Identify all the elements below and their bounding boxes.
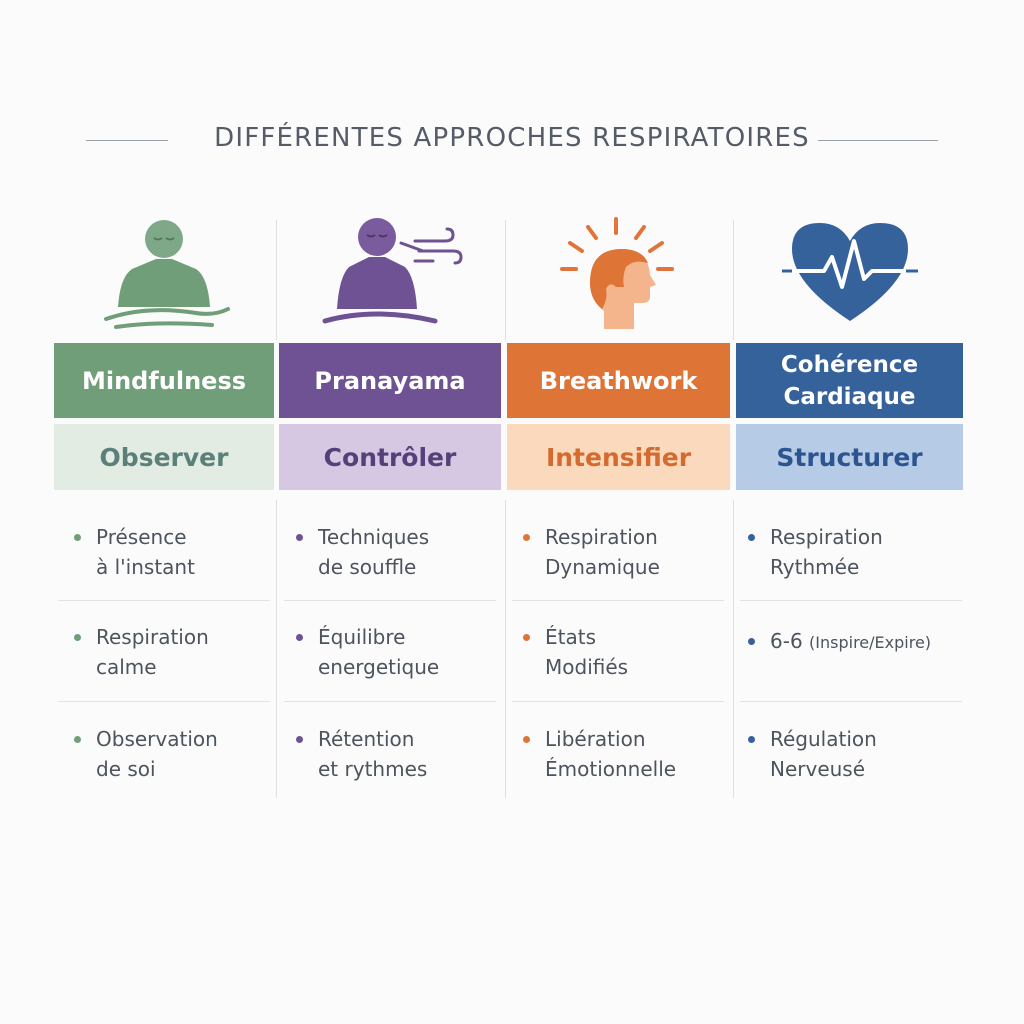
header-breathwork: Breathwork [507, 343, 730, 418]
header-mindfulness: Mindfulness [54, 343, 274, 418]
header-label: Mindfulness [81, 366, 247, 395]
list-item-text: Techniques de souffle [318, 525, 430, 579]
header-label: Pranayama [314, 366, 466, 395]
verb-label: Intensifier [545, 442, 692, 472]
bullet [523, 634, 530, 641]
header-coherence-cardiaque: Cohérence Cardiaque [736, 343, 963, 418]
list-item-text: Respiration Dynamique [545, 525, 660, 579]
column-divider [733, 500, 734, 798]
header-pranayama: Pranayama [279, 343, 501, 418]
list-item: 6-6 (Inspire/Expire) [748, 626, 931, 658]
verb-controler: Contrôler [279, 424, 501, 490]
ratio-note: (Inspire/Expire) [809, 633, 932, 652]
list-item-text: Équilibre energetique [318, 625, 440, 679]
title-rule-left [86, 140, 168, 141]
list-item-text: États Modifiés [545, 625, 629, 679]
bullet [748, 534, 755, 541]
bullet [296, 736, 303, 743]
list-item-text: Libération Émotionnelle [545, 727, 677, 781]
list-item: Respiration Rythmée [748, 522, 883, 582]
page-title: DIFFÉRENTES APPROCHES RESPIRATOIRES [214, 123, 810, 153]
bullet [296, 534, 303, 541]
list-item-text: 6-6 (Inspire/Expire) [770, 626, 931, 658]
row-divider [740, 600, 962, 601]
bullet [748, 736, 755, 743]
meditating-person-icon [54, 208, 274, 338]
verb-label: Structurer [776, 442, 923, 472]
column-divider [505, 500, 506, 798]
header-label: Breathwork [539, 366, 698, 395]
list-item: Respiration calme [74, 622, 209, 682]
list-item-text: Présence à l'instant [96, 525, 195, 579]
row-divider [512, 701, 724, 702]
column-divider [505, 220, 506, 340]
list-item-text: Observation de soi [96, 727, 218, 781]
header-label: Cohérence Cardiaque [780, 351, 919, 410]
row-divider [284, 701, 496, 702]
row-divider [512, 600, 724, 601]
row-divider [58, 701, 270, 702]
verb-label: Contrôler [323, 442, 457, 472]
list-item-text: Rétention et rythmes [318, 727, 428, 781]
bullet [523, 736, 530, 743]
list-item: Libération Émotionnelle [523, 724, 676, 784]
ratio-value: 6-6 [770, 629, 803, 653]
breathing-person-icon [279, 208, 501, 338]
bullet [74, 736, 81, 743]
column-divider [733, 220, 734, 340]
list-item: États Modifiés [523, 622, 628, 682]
row-divider [58, 600, 270, 601]
title-rule-right [818, 140, 938, 141]
list-item-text: Respiration calme [96, 625, 209, 679]
list-item: Respiration Dynamique [523, 522, 660, 582]
bullet [296, 634, 303, 641]
verb-structurer: Structurer [736, 424, 963, 490]
verb-label: Observer [99, 442, 229, 472]
row-divider [740, 701, 962, 702]
bullet [74, 634, 81, 641]
verb-observer: Observer [54, 424, 274, 490]
list-item: Techniques de souffle [296, 522, 429, 582]
bullet [748, 638, 755, 645]
bullet [74, 534, 81, 541]
title-row: DIFFÉRENTES APPROCHES RESPIRATOIRES [0, 118, 1024, 158]
row-divider [284, 600, 496, 601]
list-item: Observation de soi [74, 724, 218, 784]
list-item: Régulation Nerveusé [748, 724, 877, 784]
list-item-text: Respiration Rythmée [770, 525, 883, 579]
column-divider [276, 220, 277, 340]
bullet [523, 534, 530, 541]
verb-intensifier: Intensifier [507, 424, 730, 490]
list-item: Rétention et rythmes [296, 724, 427, 784]
radiant-head-icon [507, 208, 730, 338]
list-item-text: Régulation Nerveusé [770, 727, 877, 781]
heart-pulse-icon [736, 208, 963, 338]
list-item: Présence à l'instant [74, 522, 195, 582]
column-divider [276, 500, 277, 798]
list-item: Équilibre energetique [296, 622, 439, 682]
